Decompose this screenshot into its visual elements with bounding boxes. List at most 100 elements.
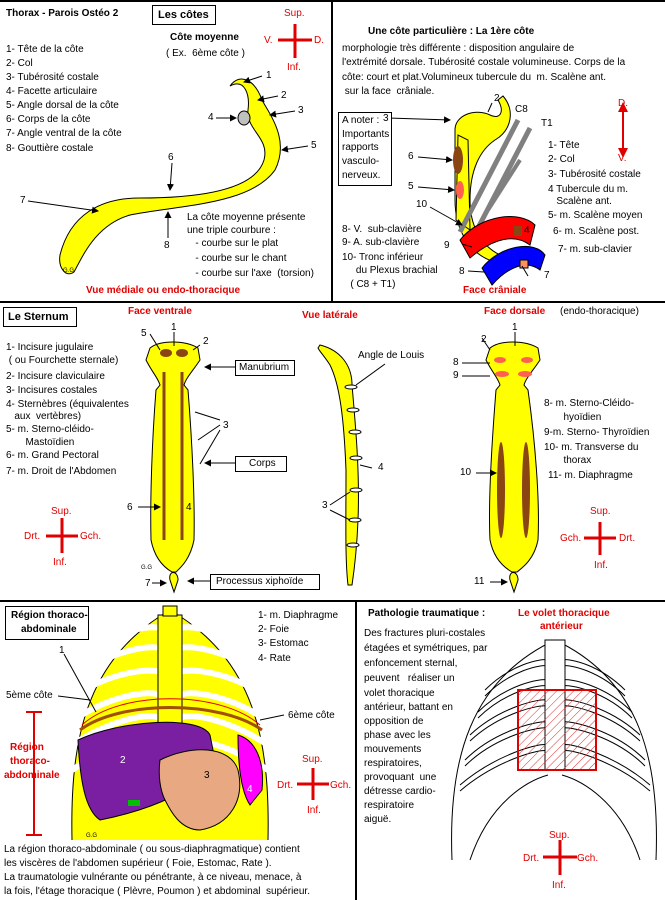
legend-item: 1- Incisure jugulaire [6, 342, 94, 353]
legend-item: 4- Rate [258, 653, 291, 664]
legend-item: 5- Angle dorsal de la côte [6, 100, 119, 111]
label-num: 3 [298, 105, 304, 116]
note-box: A noter : Importants rapports vasculo- n… [338, 112, 392, 186]
legend-item: Scalène ant. [548, 196, 612, 207]
orient-inf-4: Inf. [307, 805, 321, 816]
orient-inf-1: Inf. [287, 62, 301, 73]
note-line: nerveux. [342, 170, 381, 181]
label-num: 5 [311, 140, 317, 151]
vue-laterale-label: Vue latérale [302, 310, 358, 321]
legend-item: 6- Corps de la côte [6, 114, 91, 125]
section-title-cotes: Les côtes [152, 5, 216, 25]
section-title-region: Région thoraco- abdominale [5, 606, 89, 640]
legend-item: hyoïdien [544, 412, 602, 423]
legend-item: 8- V. sub-clavière [342, 224, 422, 235]
label-num: 4 [208, 112, 214, 123]
divider-col-top [331, 0, 333, 301]
region-label-3: abdominale [4, 770, 60, 781]
label-num: 8 [459, 266, 465, 277]
note-line: A noter : [342, 115, 380, 126]
label-num: 7 [544, 270, 550, 281]
face-dorsale-label: Face dorsale [484, 306, 546, 317]
label-num: 2 [203, 336, 209, 347]
label-num: 4 [247, 784, 253, 795]
desc-line: sur la face crâniale. [342, 86, 435, 97]
note-line: Importants [342, 129, 390, 140]
volet-title-1: Le volet thoracique [518, 608, 610, 619]
region-text-line: La région thoraco-abdominale ( ou sous-d… [4, 844, 300, 855]
label-num: 7 [145, 578, 151, 589]
legend-item: ( ou Fourchette sternale) [6, 355, 119, 366]
orient-gch-5: Gch. [577, 853, 599, 864]
cote-moyenne-subtitle: ( Ex. 6ème côte ) [166, 48, 245, 59]
orient-sup-4: Sup. [302, 754, 323, 765]
path-line: enfoncement sternal, [364, 658, 458, 669]
signature: G.G [141, 565, 153, 571]
label-num: 1 [512, 322, 518, 333]
cote5-label: 5ème côte [6, 690, 53, 701]
label-num: 5 [141, 328, 147, 339]
note-line: vasculo- [342, 156, 380, 167]
section-title-sternum-label: Le Sternum [8, 311, 69, 323]
label-num: 11 [474, 576, 485, 587]
region-text-line: La traumatologie vulnérante ou pénétrant… [4, 872, 302, 883]
label-num: 9 [444, 240, 450, 251]
label-num: 3 [223, 420, 229, 431]
orient-sup-3: Sup. [51, 506, 72, 517]
volet-title-2: antérieur [540, 621, 583, 632]
legend-item: 1- Tête [548, 140, 580, 151]
curvature-line: - courbe sur le chant [187, 253, 287, 264]
path-line: étagées et symétriques, par [364, 643, 488, 654]
legend-item: 9- A. sub-clavière [342, 237, 420, 248]
orient-d-2: D. [618, 98, 628, 109]
cote-moyenne-title: Côte moyenne [170, 32, 239, 43]
processus-text: Processus xiphoïde [216, 576, 304, 587]
label-num: 4 [524, 225, 530, 236]
region-label-2: thoraco- [10, 756, 50, 767]
legend-item: ( C8 + T1) [342, 279, 396, 290]
divider-col-bottom [355, 600, 357, 900]
legend-item: 4 Tubercule du m. [548, 184, 629, 195]
face-ventrale-label: Face ventrale [128, 306, 192, 317]
legend-item: 2- Foie [258, 624, 290, 635]
legend-item: 6- m. Scalène post. [553, 226, 640, 237]
legend-item: du Plexus brachial [342, 265, 438, 276]
legend-item: 7- m. Droit de l'Abdomen [6, 466, 117, 477]
page-title: Thorax - Parois Ostéo 2 [6, 8, 119, 19]
legend-item: Mastoïdien [6, 437, 75, 448]
orient-gch-3b: Gch. [560, 533, 582, 544]
section-title-region-line2: abdominale [21, 624, 77, 635]
desc-line: morphologie très différente : dispositio… [342, 43, 575, 54]
section-title-region-line1: Région thoraco- [11, 610, 88, 621]
manubrium-label: Manubrium [235, 360, 295, 376]
legend-item: 3- Incisures costales [6, 385, 98, 396]
legend-item: 2- Col [548, 154, 575, 165]
view-label-1: Vue médiale ou endo-thoracique [86, 285, 241, 296]
orient-gch-3: Gch. [80, 531, 102, 542]
path-line: respiratoires, [364, 758, 422, 769]
curvature-line: - courbe sur l'axe (torsion) [187, 268, 314, 279]
path-line: Des fractures pluri-costales [364, 628, 486, 639]
label-num: 6 [168, 152, 174, 163]
premiere-cote-title: Une côte particulière : La 1ère côte [368, 26, 535, 37]
corps-label: Corps [235, 456, 287, 472]
label-num: 1 [59, 645, 65, 656]
path-line: volet thoracique [364, 688, 435, 699]
orient-gch-4: Gch. [330, 780, 352, 791]
view-label-2: Face crâniale [463, 285, 527, 296]
signature: G.G [63, 268, 75, 274]
legend-item: 5- m. Scalène moyen [548, 210, 643, 221]
sternum-ventral-drawing [138, 332, 235, 594]
section-title-cotes-label: Les côtes [158, 9, 209, 21]
thorax-region-drawing [26, 605, 329, 841]
legend-item: 2- Col [6, 58, 33, 69]
path-line: provoquant une [364, 772, 437, 783]
label-num: 6 [408, 151, 414, 162]
legend-item: 9-m. Sterno- Thyroïdien [544, 427, 650, 438]
angle-louis-label: Angle de Louis [358, 350, 425, 361]
legend-item: 3- Tubérosité costale [548, 169, 641, 180]
orient-inf-3: Inf. [53, 557, 67, 568]
legend-item: 11- m. Diaphragme [548, 470, 633, 481]
legend-item: 7- m. sub-clavier [558, 244, 632, 255]
legend-item: 3- Tubérosité costale [6, 72, 99, 83]
